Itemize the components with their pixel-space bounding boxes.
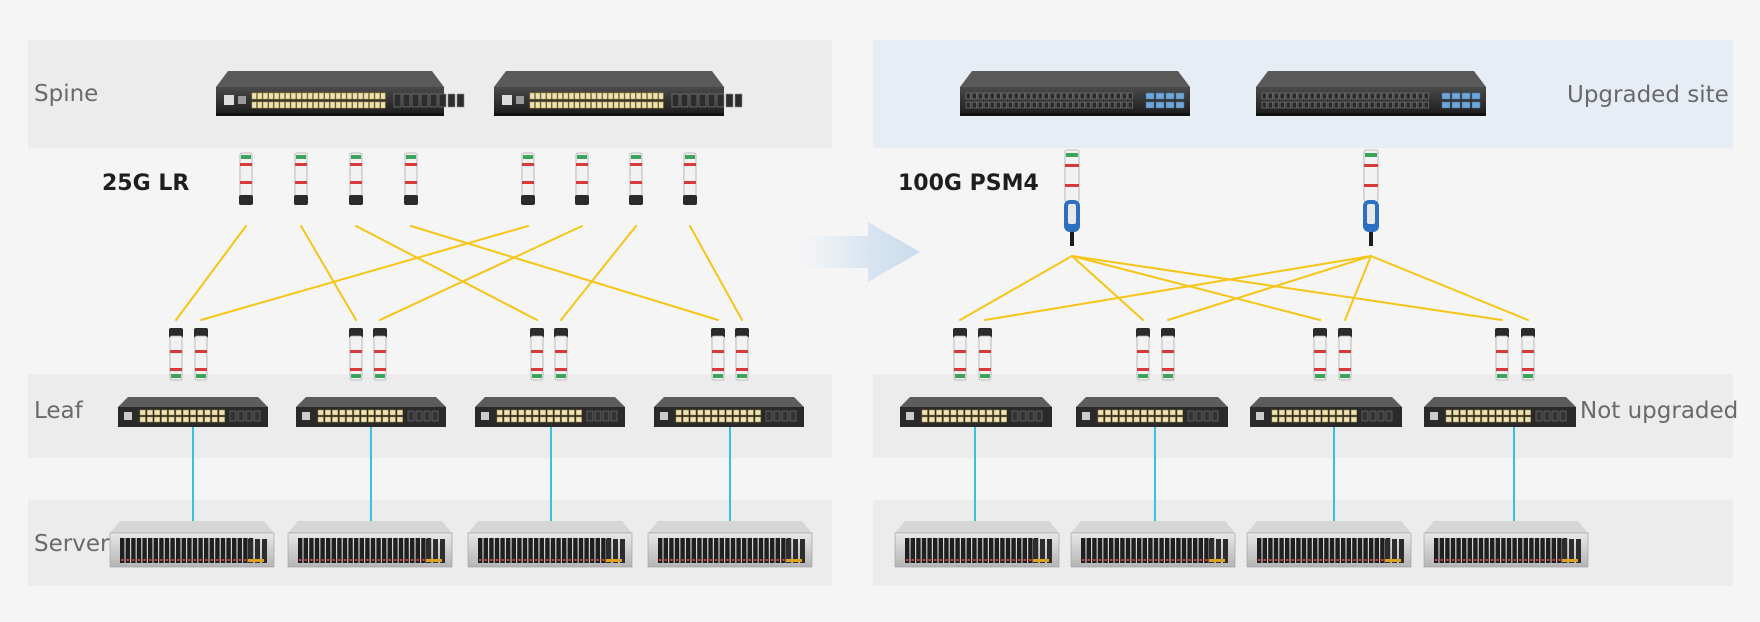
leaf-switch-icon bbox=[1424, 397, 1576, 427]
transceiver-icon bbox=[1313, 328, 1327, 381]
fiber-links bbox=[175, 225, 1529, 321]
transceiver-icon bbox=[530, 328, 544, 381]
server-icon bbox=[1070, 521, 1236, 568]
link-speed-left: 25G LR bbox=[102, 171, 190, 196]
transceiver-icon bbox=[953, 328, 967, 381]
transceiver-icon bbox=[1521, 328, 1535, 381]
transceiver-icon bbox=[169, 328, 183, 381]
link-speed-right: 100G PSM4 bbox=[898, 171, 1039, 196]
transceiver-icon bbox=[711, 328, 725, 381]
devices bbox=[109, 71, 1589, 568]
leaf-switch-icon bbox=[1076, 397, 1228, 427]
fiber-link bbox=[200, 225, 529, 321]
server-uplinks bbox=[192, 426, 1515, 523]
spine-switch-icon bbox=[216, 71, 465, 116]
leaf-switch-icon bbox=[654, 397, 804, 427]
server-icon bbox=[287, 521, 453, 568]
fiber-link bbox=[1071, 255, 1503, 321]
server-icon bbox=[1423, 521, 1589, 568]
transceiver-icon bbox=[1338, 328, 1352, 381]
server-icon bbox=[894, 521, 1060, 568]
transceiver-icon bbox=[194, 328, 208, 381]
fiber-link bbox=[984, 255, 1372, 321]
upgraded-site-label: Upgraded site bbox=[1567, 82, 1729, 108]
fiber-link bbox=[1071, 255, 1321, 321]
fiber-link bbox=[1167, 255, 1372, 321]
leaf-switch-icon bbox=[296, 397, 446, 427]
transceiver-icon bbox=[629, 152, 643, 205]
spine-switch-icon bbox=[494, 71, 743, 116]
fiber-link bbox=[560, 225, 637, 321]
transceiver-icon bbox=[349, 152, 363, 205]
fiber-link bbox=[1071, 255, 1144, 321]
not-upgraded-label: Not upgraded bbox=[1580, 398, 1739, 424]
fiber-link bbox=[300, 225, 357, 321]
layer-bands bbox=[28, 40, 1733, 586]
fiber-link bbox=[379, 225, 583, 321]
fiber-link bbox=[410, 225, 719, 321]
leaf-switch-icon bbox=[900, 397, 1052, 427]
transceiver-icon bbox=[294, 152, 308, 205]
fiber-link bbox=[959, 255, 1073, 321]
spine-switch-icon bbox=[960, 71, 1190, 116]
transceiver-icon bbox=[978, 328, 992, 381]
transceiver-icon bbox=[239, 152, 253, 205]
transceiver-icon bbox=[683, 152, 697, 205]
layer-label-spine: Spine bbox=[34, 81, 99, 107]
transceiver-icon bbox=[1136, 328, 1150, 381]
transceiver-icon bbox=[1495, 328, 1509, 381]
fiber-link bbox=[175, 225, 247, 321]
fiber-link bbox=[355, 225, 538, 321]
leaf-switch-icon bbox=[1250, 397, 1402, 427]
server-icon bbox=[109, 521, 275, 568]
transceiver-icon bbox=[1363, 149, 1379, 246]
transceiver-icon bbox=[1064, 149, 1080, 246]
transceiver-icon bbox=[554, 328, 568, 381]
transceiver-icon bbox=[373, 328, 387, 381]
fiber-link bbox=[689, 225, 743, 321]
leaf-switch-icon bbox=[475, 397, 625, 427]
server-icon bbox=[647, 521, 813, 568]
transceiver-icon bbox=[1161, 328, 1175, 381]
transceiver-icon bbox=[575, 152, 589, 205]
leaf-switch-icon bbox=[118, 397, 268, 427]
server-icon bbox=[1246, 521, 1412, 568]
transceiver-icon bbox=[404, 152, 418, 205]
layer-label-leaf: Leaf bbox=[34, 398, 83, 424]
arrow-right-icon bbox=[795, 222, 920, 282]
fiber-link bbox=[1344, 255, 1372, 321]
transceiver-icon bbox=[521, 152, 535, 205]
server-icon bbox=[467, 521, 633, 568]
transceiver-icon bbox=[349, 328, 363, 381]
fiber-link bbox=[1370, 255, 1529, 321]
transceiver-icon bbox=[735, 328, 749, 381]
layer-label-server: Server bbox=[34, 531, 110, 557]
spine-switch-icon bbox=[1256, 71, 1486, 116]
